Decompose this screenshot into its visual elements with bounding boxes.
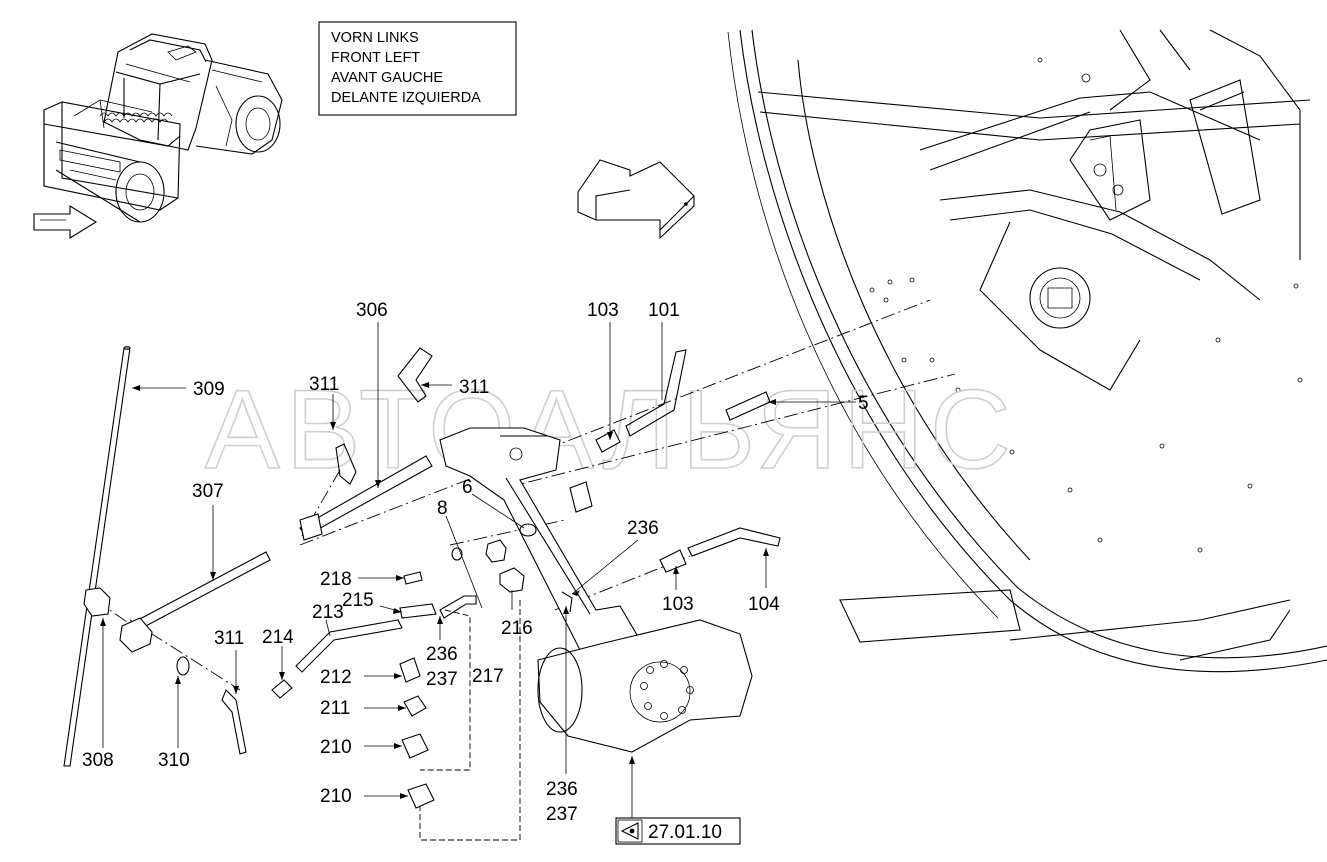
callout-numbers: 306 309 311 311 307 308 310 311 103 101 …	[82, 300, 869, 825]
drum-assembly	[727, 29, 1327, 673]
motor-bolts	[640, 660, 694, 720]
callout-311-bent-lever: 311	[459, 377, 489, 398]
orientation-line-3: AVANT GAUCHE	[331, 70, 443, 86]
callout-218: 218	[320, 569, 352, 590]
assembly-centre-lines	[94, 299, 956, 841]
callout-214: 214	[262, 627, 294, 648]
callout-237-line: 237	[426, 669, 458, 690]
callout-104: 104	[748, 594, 780, 615]
callout-306: 306	[356, 300, 388, 321]
leader-lines	[100, 322, 856, 818]
parts	[63, 346, 781, 809]
callout-211: 211	[320, 698, 350, 719]
orientation-line-2: FRONT LEFT	[331, 50, 420, 66]
orientation-box: VORN LINKS FRONT LEFT AVANT GAUCHE DELAN…	[318, 21, 517, 116]
reference-box[interactable]: 27.01.10	[615, 817, 741, 845]
callout-311-small-lever: 311	[309, 374, 339, 395]
callout-215: 215	[342, 590, 374, 611]
callout-309: 309	[193, 379, 225, 400]
callout-5: 5	[858, 393, 869, 414]
view-arrow-icon	[620, 822, 639, 840]
callout-6: 6	[462, 477, 473, 498]
callout-236-line: 236	[426, 644, 458, 665]
callout-310: 310	[158, 750, 190, 771]
callout-213: 213	[312, 602, 344, 623]
reference-label: 27.01.10	[648, 822, 722, 843]
direction-arrow-icon	[577, 159, 695, 240]
orientation-line-4: DELANTE IZQUIERDA	[331, 90, 481, 106]
callout-236-bottom: 236	[546, 779, 578, 800]
callout-308: 308	[82, 750, 114, 771]
callout-103-upper: 103	[587, 300, 619, 321]
callout-236-arm: 236	[627, 518, 659, 539]
callout-311-lower-lever: 311	[214, 628, 244, 649]
callout-210-lower: 210	[320, 786, 352, 807]
bolt-holes	[869, 57, 1303, 553]
callout-101: 101	[648, 300, 680, 321]
callout-103-lower: 103	[662, 594, 694, 615]
callout-216: 216	[501, 618, 533, 639]
orientation-line-1: VORN LINKS	[331, 30, 419, 46]
callout-217: 217	[472, 666, 504, 687]
callout-212: 212	[320, 667, 352, 688]
machine-thumbnail	[33, 33, 283, 239]
callout-237-bottom: 237	[546, 804, 578, 825]
callout-307: 307	[192, 481, 224, 502]
callout-210-upper: 210	[320, 737, 352, 758]
callout-8: 8	[437, 498, 448, 519]
